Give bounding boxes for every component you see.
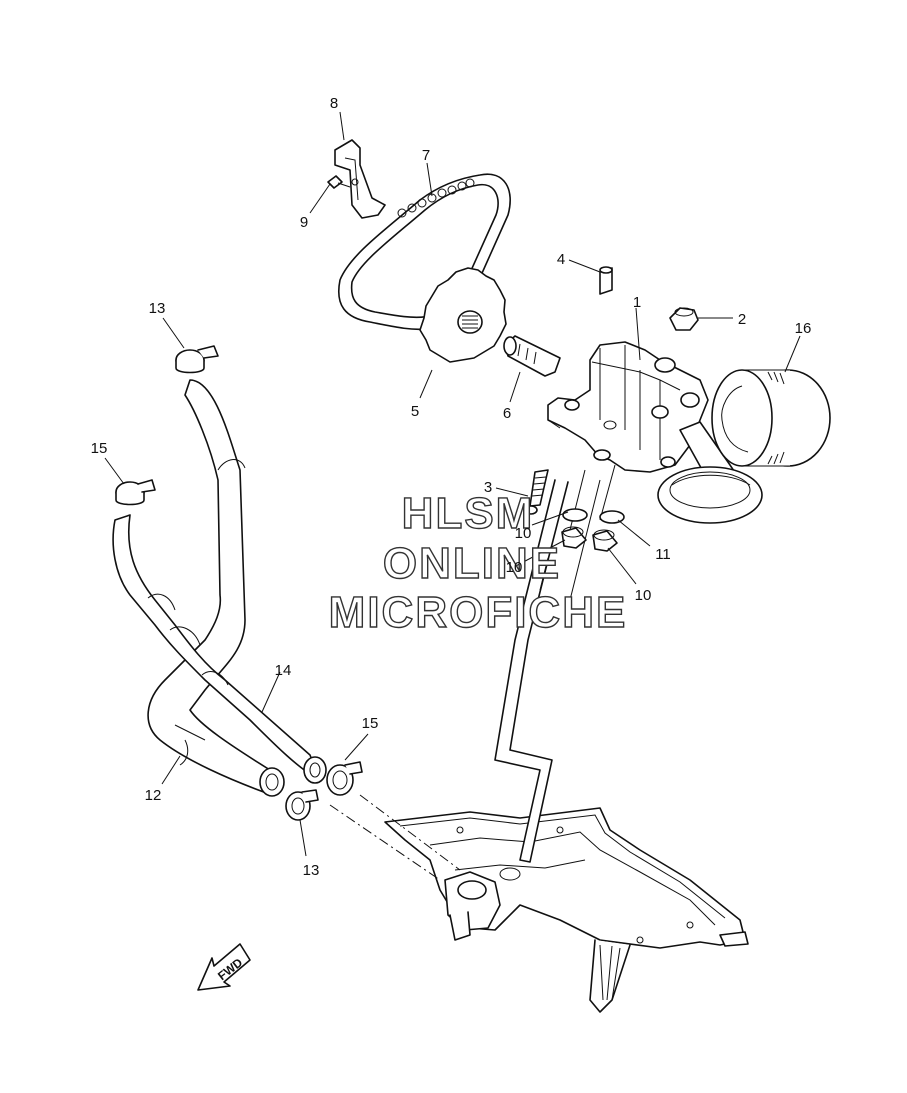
hose-clamp-15-right bbox=[326, 761, 363, 796]
callout-2: 2 bbox=[738, 311, 746, 328]
callout-11-right: 11 bbox=[655, 546, 671, 563]
o-rings bbox=[562, 508, 625, 524]
oil-pan bbox=[384, 807, 749, 1013]
chain-links bbox=[397, 178, 475, 218]
drive-shaft bbox=[503, 335, 561, 377]
callout-8: 8 bbox=[330, 95, 338, 112]
callout-1: 1 bbox=[633, 294, 641, 311]
plug-cap bbox=[669, 307, 699, 331]
hose-clamp-13-bottom bbox=[285, 789, 319, 821]
sprocket bbox=[419, 267, 507, 363]
stud-bolt bbox=[524, 469, 549, 515]
reference-line bbox=[329, 804, 441, 881]
callout-15-left: 15 bbox=[91, 440, 108, 457]
callout-14: 14 bbox=[275, 662, 292, 679]
callout-10-second: 10 bbox=[635, 587, 652, 604]
bolt-9 bbox=[327, 175, 351, 189]
watermark: HLSM ONLINE MICROFICHE bbox=[328, 488, 628, 637]
oil-filter bbox=[711, 369, 831, 467]
leader-lines bbox=[104, 111, 801, 857]
callout-11-left: 10 bbox=[515, 525, 532, 542]
callout-15-right: 15 bbox=[362, 715, 379, 732]
hose-14 bbox=[112, 514, 327, 784]
callout-labels-collars: 10 10 bbox=[506, 559, 523, 576]
callout-13-bottom: 13 bbox=[303, 862, 320, 879]
hose-clamp-15-left bbox=[115, 479, 156, 506]
callout-6: 6 bbox=[503, 405, 511, 422]
oil-strainer bbox=[657, 466, 763, 524]
chain-guide bbox=[334, 139, 386, 219]
hose-12 bbox=[147, 379, 285, 797]
callout-labels: 8 9 7 4 1 2 16 5 6 3 10 11 9 10 13 15 14… bbox=[91, 95, 812, 879]
callout-5: 5 bbox=[411, 403, 419, 420]
callout-3: 3 bbox=[484, 479, 492, 496]
callout-16: 16 bbox=[795, 320, 812, 337]
collars bbox=[561, 526, 618, 552]
watermark-line-1: HLSM bbox=[402, 489, 535, 538]
callout-4: 4 bbox=[557, 251, 565, 268]
dowel-pin bbox=[599, 266, 613, 295]
reference-line bbox=[359, 794, 461, 871]
callout-13-top: 13 bbox=[149, 300, 166, 317]
callout-12: 12 bbox=[145, 787, 162, 804]
watermark-line-3: MICROFICHE bbox=[329, 588, 628, 637]
forward-arrow-icon: FWD bbox=[197, 943, 251, 991]
callout-7: 7 bbox=[422, 147, 430, 164]
callout-9: 9 bbox=[300, 214, 308, 231]
hose-clamp-13-top bbox=[175, 345, 219, 374]
callout-10-left-visible: 10 bbox=[506, 559, 523, 576]
watermark-line-2: ONLINE bbox=[383, 539, 561, 588]
